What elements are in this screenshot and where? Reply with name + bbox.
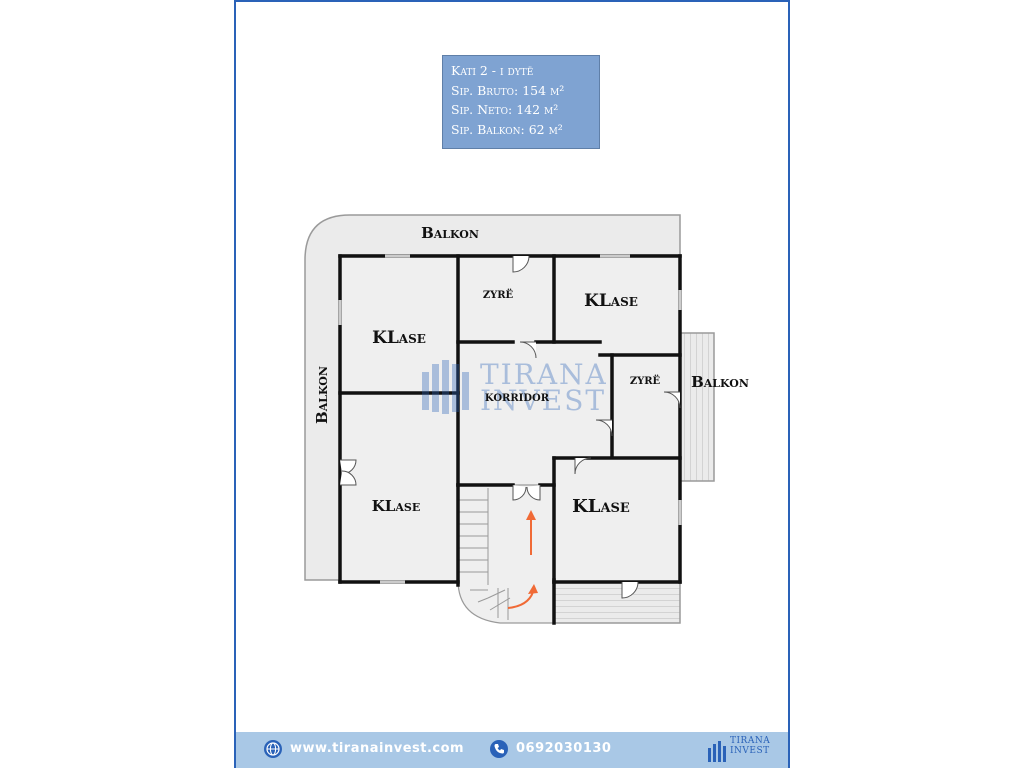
floor-name: Kati 2 - i dytë (451, 63, 534, 78)
doors (340, 255, 681, 599)
label-klase-3: KLase (372, 497, 420, 515)
balcony-area: Sip. Balkon: 62 m² (451, 121, 563, 137)
floor-info-box: Kati 2 - i dytë Sip. Bruto: 154 m² Sip. … (442, 55, 600, 149)
footer-bar: www.tiranainvest.com 0692030130 TIRANA I… (236, 732, 788, 768)
footer-brand-line2: INVEST (730, 746, 770, 756)
stair-arrow (507, 510, 538, 609)
watermark-line2: INVEST (480, 384, 606, 417)
label-balkon-right: Balkon (691, 373, 749, 391)
label-zyre-2: zyrë (630, 372, 661, 388)
label-balkon-left: Balkon (313, 366, 331, 424)
website-link[interactable]: www.tiranainvest.com (290, 741, 465, 756)
label-balkon-top: Balkon (421, 224, 479, 242)
tirana-invest-logo (708, 741, 726, 762)
label-korridor: korridor (485, 389, 550, 405)
watermark-logo (422, 360, 469, 414)
label-klase-1: KLase (372, 328, 426, 348)
label-zyre-1: zyrë (483, 286, 514, 302)
stair-floor (457, 484, 555, 624)
globe-icon (264, 740, 282, 758)
windows (338, 254, 682, 584)
label-klase-2: KLase (584, 291, 638, 311)
terrace-bottom (553, 580, 681, 624)
gross-area: Sip. Bruto: 154 m² (451, 82, 565, 98)
net-area: Sip. Neto: 142 m² (451, 102, 559, 117)
label-klase-4: KLase (572, 496, 630, 517)
phone-number[interactable]: 0692030130 (516, 741, 612, 756)
footer-brand-text: TIRANA INVEST (730, 736, 770, 756)
phone-icon (490, 740, 508, 758)
staircase (458, 488, 511, 620)
balcony-right (679, 332, 715, 482)
footer-brand-line1: TIRANA (730, 736, 771, 746)
watermark-line1: TIRANA (480, 358, 608, 391)
